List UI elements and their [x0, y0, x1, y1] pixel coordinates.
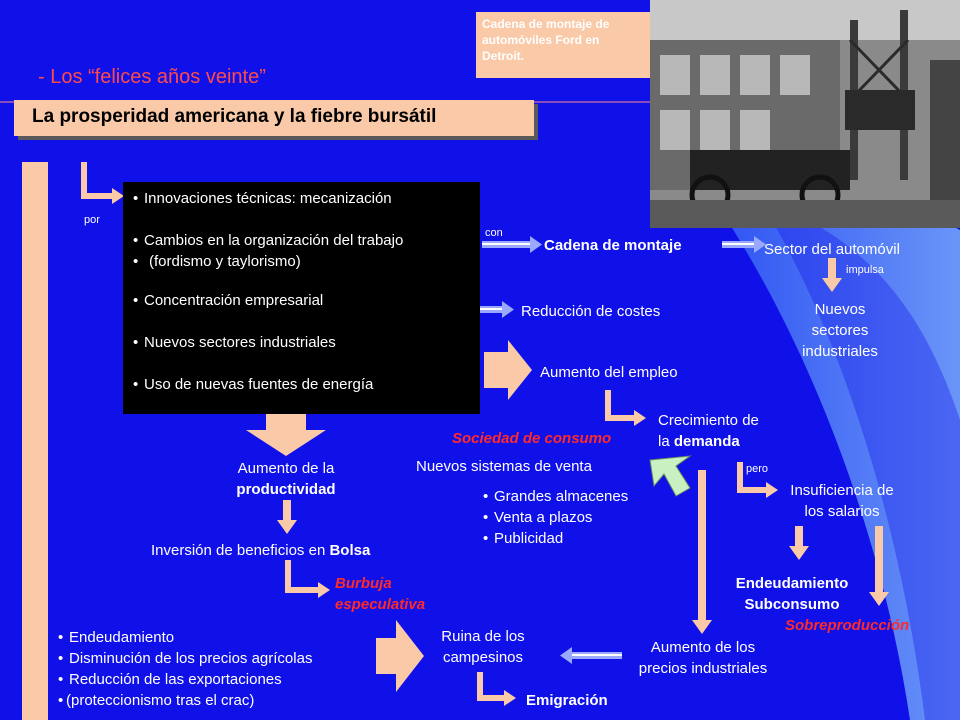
node-line: precios industriales	[638, 660, 768, 677]
node-inversion-bolsa: Inversión de beneficios en Bolsa	[151, 540, 370, 561]
decorative-sweep-inner	[760, 200, 960, 720]
agricultura-item-continuation: (proteccionismo tras el crac)	[58, 690, 312, 711]
inversion-elbow-arrow	[285, 560, 322, 593]
node-cadena-montaje: Cadena de montaje	[544, 237, 682, 254]
node-line: Nuevos	[814, 301, 866, 318]
connector-impulsa: impulsa	[846, 264, 884, 276]
block-arrow-empleo	[484, 340, 532, 400]
por-arrow	[81, 162, 116, 199]
page-title: La prosperidad americana y la fiebre bur…	[32, 106, 437, 127]
ventas-item: Venta a plazos	[483, 507, 628, 528]
agricultura-item: Disminución de los precios agrícolas	[58, 648, 312, 669]
arrow-to-cadena	[482, 236, 542, 253]
photo-caption: Cadena de montaje de automóviles Ford en…	[476, 12, 650, 78]
connector-por: por	[84, 214, 100, 226]
node-aumento-empleo: Aumento del empleo	[540, 364, 678, 381]
label-sociedad-consumo: Sociedad de consumo	[452, 430, 612, 447]
node-line: la demanda	[658, 431, 759, 452]
node-line: Aumento de la	[237, 460, 335, 477]
agricultura-item: Endeudamiento	[58, 627, 312, 648]
empleo-elbow-arrow	[605, 390, 638, 421]
productividad-to-inversion-arrow	[277, 500, 297, 534]
cause-item: Nuevos sectores industriales	[133, 332, 403, 353]
por-arrowhead	[112, 188, 124, 204]
ventas-item: Grandes almacenes	[483, 486, 628, 507]
insuficiencia-to-endeudamiento-arrow	[789, 526, 809, 560]
section-heading: - Los “felices años veinte”	[38, 66, 266, 88]
decorative-sweep	[700, 179, 960, 720]
node-line: sectores	[811, 322, 869, 339]
block-arrow-productividad	[246, 414, 326, 456]
agricultura-item: Reducción de las exportaciones	[58, 669, 312, 690]
node-crecimiento-demanda: Crecimiento de la demanda	[658, 410, 759, 452]
demanda-to-precios-arrow	[692, 470, 712, 634]
pero-elbow-arrowhead	[766, 482, 778, 498]
pero-elbow-arrow	[737, 462, 770, 493]
agricultura-list: Endeudamiento Disminución de los precios…	[58, 627, 312, 711]
node-insuficiencia-salarios: Insuficiencia de los salarios	[772, 480, 912, 522]
cause-item: Innovaciones técnicas: mecanización	[133, 188, 403, 209]
node-nuevos-sectores: Nuevos sectores industriales	[780, 299, 900, 362]
ventas-list: Grandes almacenes Venta a plazos Publici…	[483, 486, 628, 549]
arrow-to-ruina	[560, 647, 622, 664]
connector-con: con	[485, 227, 503, 239]
node-line: especulativa	[335, 596, 426, 613]
green-arrow	[649, 455, 692, 497]
node-line: Insuficiencia de	[790, 482, 894, 499]
node-line: productividad	[236, 481, 336, 498]
label-burbuja-especulativa: Burbuja especulativa	[335, 573, 425, 615]
block-arrow-ruina	[376, 620, 424, 692]
cause-item: Uso de nuevas fuentes de energía	[133, 374, 403, 395]
node-line: los salarios	[804, 503, 880, 520]
node-sector-automovil: Sector del automóvil	[764, 241, 900, 258]
title-box: La prosperidad americana y la fiebre bur…	[14, 100, 534, 136]
node-emigracion: Emigración	[526, 692, 608, 709]
inversion-elbow-arrowhead	[318, 582, 330, 598]
ford-assembly-line-photo	[650, 0, 960, 228]
empleo-elbow-arrowhead	[634, 410, 646, 426]
node-nuevos-sistemas-venta: Nuevos sistemas de venta	[416, 458, 592, 475]
connector-pero: pero	[746, 463, 769, 475]
ventas-item: Publicidad	[483, 528, 628, 549]
node-line: campesinos	[442, 649, 524, 666]
node-text: Inversión de beneficios en	[151, 542, 330, 559]
cause-item-text: (fordismo y taylorismo)	[149, 253, 301, 270]
node-line: Subconsumo	[744, 596, 840, 613]
label-sobreproduccion: Sobreproducción	[785, 617, 910, 634]
node-line: Aumento de los	[650, 639, 756, 656]
node-line: Burbuja	[335, 575, 392, 592]
node-line: Endeudamiento	[735, 575, 849, 592]
node-productividad: Aumento de la productividad	[216, 458, 356, 500]
arrow-to-sector-auto	[722, 236, 766, 253]
ruina-elbow-arrowhead	[504, 690, 516, 706]
left-vertical-bar	[22, 162, 48, 720]
node-line: Crecimiento de	[658, 412, 759, 429]
node-text-bold: Bolsa	[329, 542, 371, 559]
causes-box: Innovaciones técnicas: mecanización Camb…	[123, 182, 480, 414]
insuficiencia-to-sobreproduccion-arrow	[869, 526, 889, 606]
node-endeudamiento-subconsumo: Endeudamiento Subconsumo	[722, 573, 862, 615]
node-line: industriales	[802, 343, 878, 360]
node-text: la	[658, 433, 674, 450]
cause-item: Concentración empresarial	[133, 290, 403, 311]
node-ruina-campesinos: Ruina de los campesinos	[418, 626, 548, 668]
node-line: Ruina de los	[441, 628, 525, 645]
impulsa-arrow	[822, 258, 842, 292]
node-text-bold: demanda	[673, 433, 740, 450]
agricultura-item-text: (proteccionismo tras el crac)	[66, 692, 255, 709]
node-precios-industriales: Aumento de los precios industriales	[618, 637, 788, 679]
cause-item: Cambios en la organización del trabajo	[133, 230, 403, 251]
ruina-elbow-arrow	[477, 672, 508, 701]
node-reduccion-costes: Reducción de costes	[521, 303, 661, 320]
cause-item-continuation: (fordismo y taylorismo)	[133, 251, 403, 272]
